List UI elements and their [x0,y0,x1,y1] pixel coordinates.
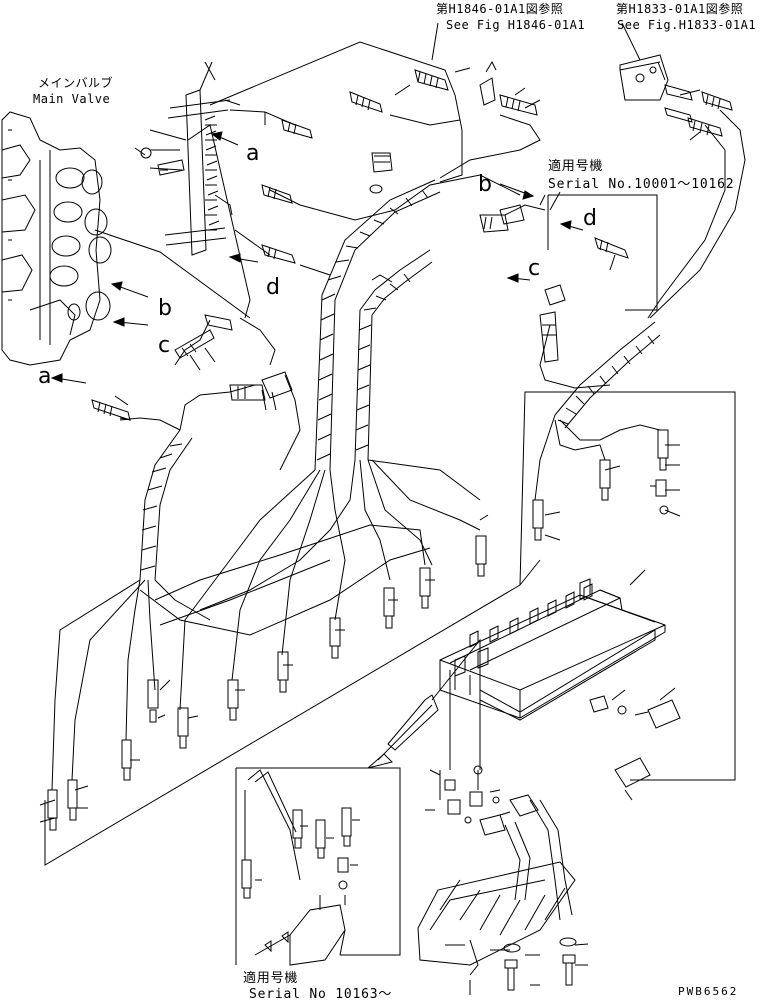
drawing-code: PWB6562 [678,985,739,998]
ref-h1846-en: See Fig H1846-01A1 [446,18,586,32]
lower-serial-box [235,767,401,966]
callout-arrows [50,131,584,384]
hose-end-fittings [47,314,669,831]
callout-b-left: b [158,296,173,321]
lower-right-detail [417,765,577,991]
serial-lower-label-ja: 適用号機 [243,971,299,986]
callout-d-right: d [583,206,598,231]
serial-upper-label-en: Serial No.10001～10162 [548,177,735,192]
callout-c-left: c [158,333,171,358]
upper-hoses [209,41,746,389]
serial-lower-label-en: Serial No 10163～ [249,987,393,1002]
leader-lines [39,22,701,995]
callout-a-left: a [38,364,52,389]
upper-serial-box [548,194,658,311]
main-valve-label-en: Main Valve [33,92,111,106]
view-arrow [377,704,433,761]
frame-outline [44,124,736,866]
serial-upper-label-ja: 適用号機 [548,159,604,174]
callout-a-upper: a [246,141,260,166]
upper-manifold [140,61,233,256]
callout-c-right: c [528,256,541,281]
main-valve-label-ja: メインバルブ [38,76,114,90]
ref-h1833-ja: 第H1833-01A1図参照 [616,2,744,16]
lower-hoses [51,317,661,791]
ref-h1846-ja: 第H1846-01A1図参照 [436,2,564,16]
callout-b-upper: b [478,172,493,197]
upper-fittings [261,54,733,363]
ref-h1833-en: See Fig.H1833-01A1 [617,18,757,32]
main-valve [1,111,112,366]
callout-d-left: d [266,275,281,300]
spiral-bundles [139,179,661,581]
lower-manifold [431,578,681,788]
